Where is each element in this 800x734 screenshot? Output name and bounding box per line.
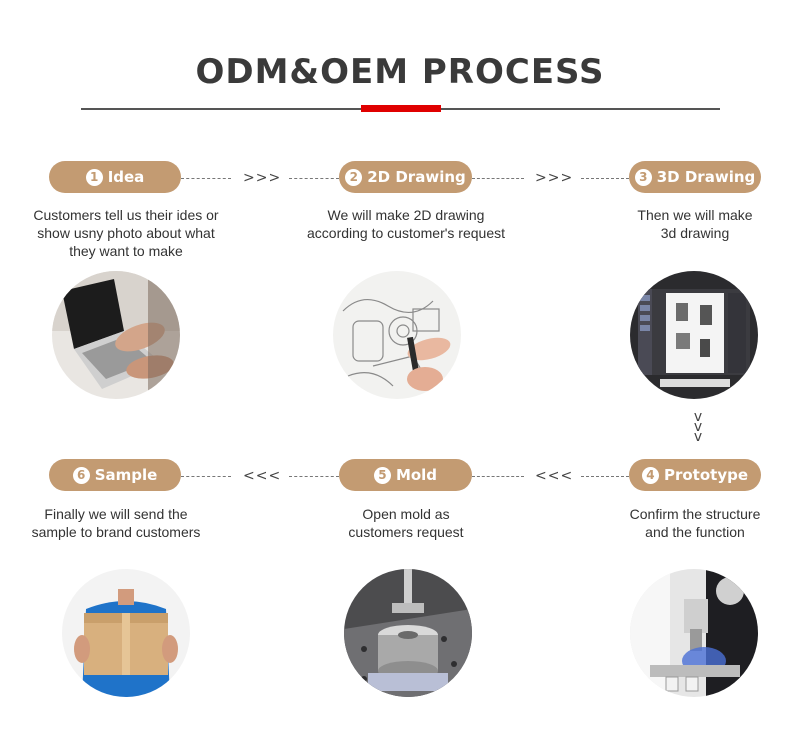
laptop-hands-icon (52, 271, 180, 399)
cad-screen-icon (630, 271, 758, 399)
connector-line (289, 178, 339, 179)
step-6-description: Finally we will send the sample to brand… (31, 506, 201, 540)
step-2-label: 2D Drawing (367, 168, 466, 186)
arrow-left-icon: <<< (535, 468, 574, 484)
step-5-label: Mold (395, 466, 438, 484)
step-2-number: 2 (345, 168, 363, 186)
step-6-label: Sample (94, 466, 158, 484)
connector-line (181, 476, 231, 477)
connector-line (181, 178, 231, 179)
step-3-description: Then we will make 3d drawing (637, 207, 753, 241)
step-3-label: 3D Drawing (656, 168, 756, 186)
connector-line (581, 178, 629, 179)
step-4-label: Prototype (663, 466, 749, 484)
arrow-right-icon: >>> (243, 170, 282, 186)
connector-line (472, 476, 524, 477)
person-box-icon (62, 569, 190, 697)
step-5-number: 5 (373, 466, 391, 484)
step-1-pill: 1 Idea (49, 161, 181, 193)
arrow-down-icon: v v v (693, 409, 703, 445)
cnc-machine-icon (630, 569, 758, 697)
title-accent-bar (361, 105, 441, 112)
step-3-number: 3 (634, 168, 652, 186)
step-5-description: Open mold as customers request (348, 506, 464, 540)
page-title: ODM&OEM PROCESS (195, 52, 605, 92)
step-6-number: 6 (72, 466, 90, 484)
step-4-number: 4 (641, 466, 659, 484)
step-6-pill: 6 Sample (49, 459, 181, 491)
step-4-description: Confirm the structure and the function (629, 506, 761, 540)
step-2-description: We will make 2D drawing according to cus… (307, 207, 505, 241)
step-3-pill: 3 3D Drawing (629, 161, 761, 193)
arrow-left-icon: <<< (243, 468, 282, 484)
step-1-number: 1 (85, 168, 103, 186)
mold-machining-icon (344, 569, 472, 697)
step-1-label: Idea (107, 168, 145, 186)
sketch-pen-icon (333, 271, 461, 399)
connector-line (472, 178, 524, 179)
step-4-pill: 4 Prototype (629, 459, 761, 491)
step-2-pill: 2 2D Drawing (339, 161, 472, 193)
step-1-description: Customers tell us their ides or show usn… (33, 207, 219, 259)
arrow-right-icon: >>> (535, 170, 574, 186)
connector-line (581, 476, 629, 477)
step-5-pill: 5 Mold (339, 459, 472, 491)
connector-line (289, 476, 339, 477)
